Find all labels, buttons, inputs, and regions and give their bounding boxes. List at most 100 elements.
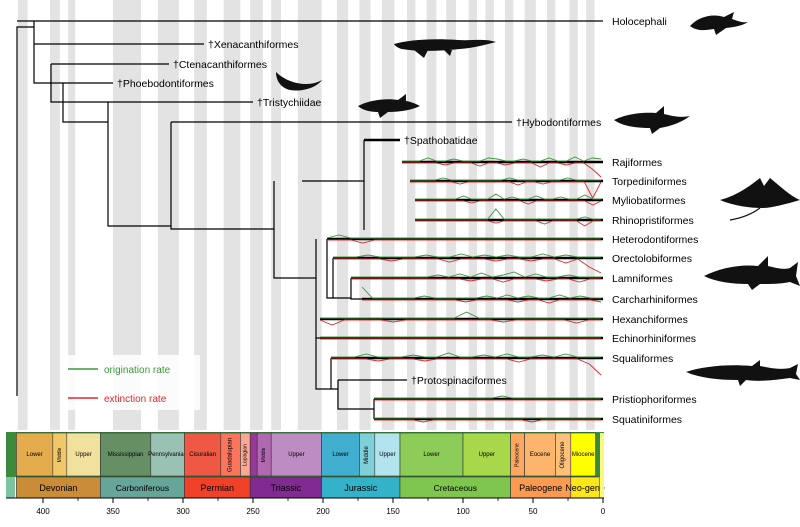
epoch-label: Upper — [379, 452, 395, 458]
epoch-box — [374, 432, 401, 477]
origination-curve — [415, 208, 601, 220]
taxon-label-heterodontiformes: Heterodontiformes — [612, 234, 698, 246]
origination-curve — [415, 193, 601, 200]
taxon-label-spathobatidae: †Spathobatidae — [404, 135, 478, 147]
tree-edge — [350, 278, 362, 300]
axis-tick-label: 300 — [176, 507, 190, 516]
taxon-label-phoebodontiformes: †Phoebodontiformes — [117, 78, 214, 90]
epoch-box — [100, 432, 152, 477]
taxon-label-carcharhiniformes: Carcharhiniformes — [612, 294, 698, 306]
taxon-label-holocephali: Holocephali — [612, 16, 667, 28]
origination-curve — [374, 395, 601, 399]
epoch-box — [184, 432, 222, 477]
time-band — [446, 0, 456, 430]
hybodont-silhouette — [614, 106, 690, 134]
taxon-label-torpediniformes: Torpediniformes — [612, 176, 687, 188]
time-band — [337, 0, 349, 430]
extinction-curve — [374, 419, 601, 423]
epoch-box — [249, 432, 258, 477]
period-label: Carboniferous — [116, 483, 169, 493]
time-band — [223, 0, 241, 430]
epoch-label: Oligocene — [560, 441, 566, 469]
epoch-label: Upper — [479, 452, 495, 458]
epoch-label: Lower — [332, 452, 348, 458]
time-band — [407, 0, 416, 430]
tree-edge — [326, 239, 333, 299]
axis-tick-label: 350 — [106, 507, 120, 516]
epoch-label: Mississippian — [108, 452, 144, 458]
extinction-curve — [402, 162, 602, 178]
taxon-label-squaliformes: Squaliformes — [612, 353, 673, 365]
time-band — [381, 0, 395, 430]
period-label: Paleogene — [519, 483, 562, 493]
extinction-curve — [327, 239, 601, 244]
extinction-curve — [333, 258, 602, 274]
time-band — [271, 0, 281, 430]
origination-curve — [320, 311, 601, 319]
extinction-legend-label: extinction rate — [104, 394, 167, 405]
time-band — [194, 0, 207, 430]
epoch-label: Eocene — [530, 452, 551, 458]
origination-curve — [326, 234, 601, 239]
period-label: Neo-gene — [565, 483, 605, 493]
time-band — [547, 0, 556, 430]
time-band — [505, 0, 514, 430]
axis-tick-label: 250 — [246, 507, 260, 516]
time-band — [586, 0, 595, 430]
rate-legend: origination rate extinction rate — [64, 355, 200, 410]
taxon-label-squatiniformes: Squatiniformes — [612, 414, 682, 426]
epoch-box — [150, 432, 185, 477]
extinction-curve — [362, 299, 602, 304]
taxon-label-xenacanthiformes: †Xenacanthiformes — [208, 39, 298, 51]
axis-tick-label: 0 — [601, 507, 606, 516]
origination-curve — [331, 352, 601, 358]
holocephalan-silhouette — [690, 12, 748, 35]
time-band — [68, 0, 76, 430]
tristychiid-silhouette — [358, 94, 420, 118]
epoch-label: Middle — [261, 447, 267, 462]
epoch-label: Miocene — [572, 452, 595, 458]
dogfish-silhouette — [686, 360, 800, 386]
period-label: Jurassic — [344, 483, 378, 493]
epoch-box — [321, 432, 360, 477]
epoch-label: Upper — [75, 452, 91, 458]
time-band — [17, 0, 28, 430]
tree-edge — [170, 122, 274, 230]
origination-curve — [402, 156, 602, 162]
shark-silhouette — [704, 256, 800, 290]
extinction-curve — [331, 358, 602, 376]
time-band — [157, 0, 179, 430]
tree-edge — [107, 102, 171, 227]
xenacanth-silhouette — [394, 39, 496, 58]
time-band — [485, 0, 494, 430]
epoch-box — [66, 432, 101, 477]
taxon-label-lamniformes: Lamniformes — [612, 273, 673, 285]
period-label: Permian — [201, 483, 235, 493]
taxon-label-myliobatiformes: Myliobatiformes — [612, 195, 686, 207]
taxon-label-hexanchiformes: Hexanchiformes — [612, 314, 688, 326]
epoch-box — [570, 432, 596, 477]
taxon-label-rajiformes: Rajiformes — [612, 157, 662, 169]
taxon-label-protospinaciformes: †Protospinaciformes — [411, 375, 507, 387]
origination-curve — [410, 177, 601, 181]
axis-tick-label: 100 — [456, 507, 470, 516]
axis-tick-label: 50 — [529, 507, 538, 516]
axis-tick-label: 200 — [316, 507, 330, 516]
tree-edge — [62, 83, 108, 123]
time-band — [359, 0, 371, 430]
extinction-curve — [319, 319, 601, 326]
taxon-label-pristiophoriformes: Pristiophoriformes — [612, 394, 697, 406]
period-label: Triassic — [271, 483, 302, 493]
tree-edge — [50, 64, 63, 103]
epoch-label: Lower — [423, 452, 439, 458]
tree-edge — [315, 338, 331, 390]
time-band — [468, 0, 477, 430]
taxon-label-ctenacanthiformes: †Ctenacanthiformes — [173, 59, 267, 71]
epoch-label: Upper — [288, 452, 304, 458]
epoch-label: Middle — [57, 447, 63, 462]
taxon-label-echinorhiniformes: Echinorhiniformes — [612, 333, 696, 345]
period-label: Devonian — [39, 483, 77, 493]
origination-legend-label: origination rate — [104, 365, 171, 376]
origination-curve — [333, 253, 601, 258]
origination-curve — [351, 271, 601, 278]
